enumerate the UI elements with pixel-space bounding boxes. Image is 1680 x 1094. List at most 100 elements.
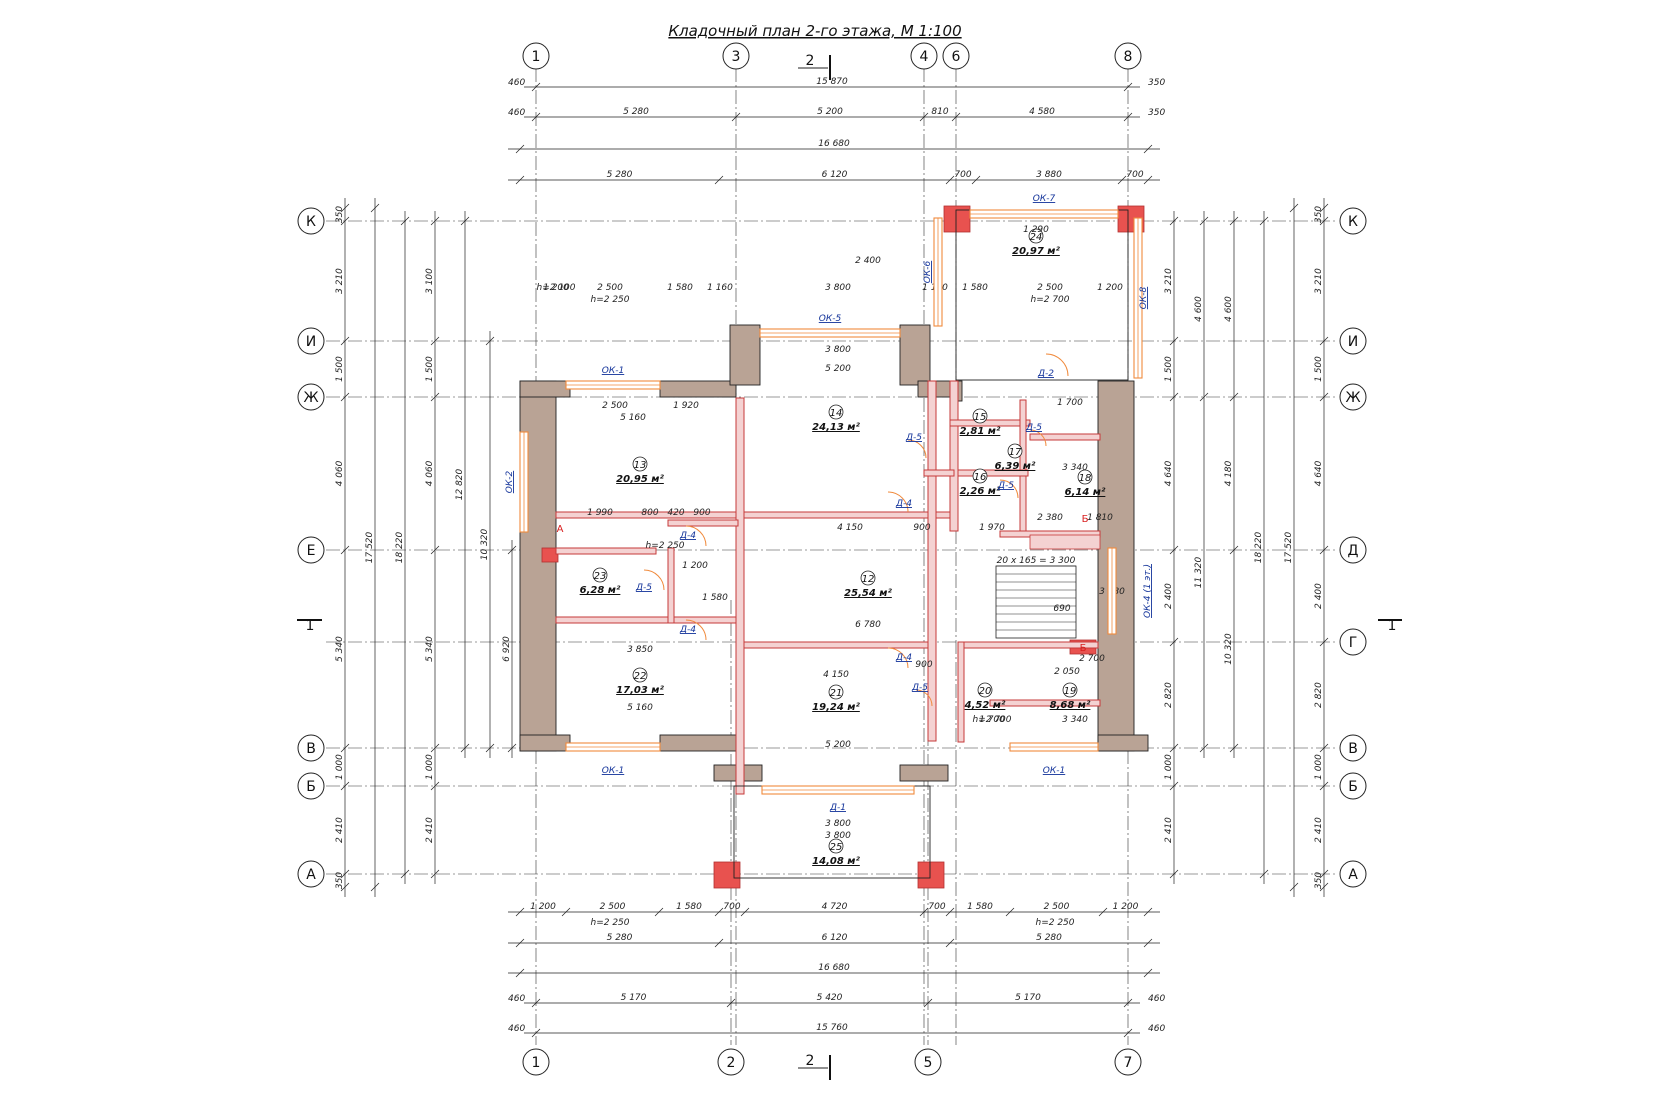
left-dim-12820-label: 12 820 bbox=[455, 468, 465, 500]
right-dim-chain3-tick bbox=[1199, 392, 1209, 402]
interior-partition bbox=[667, 519, 739, 527]
axis-bubble-left: Е bbox=[307, 543, 316, 559]
right-dim-chain-label: 350 bbox=[1314, 206, 1324, 223]
door-swing bbox=[999, 479, 1019, 499]
right-dim-chain-tick bbox=[1319, 781, 1329, 791]
right-dim-chain3-tick bbox=[1199, 216, 1209, 226]
opening-label: ОК-1 bbox=[602, 766, 624, 776]
room-number: 12 bbox=[862, 574, 875, 585]
interior-dimension: 3 850 bbox=[627, 645, 653, 655]
section-mark-red: Б bbox=[1080, 643, 1087, 654]
right-dim-overall2-tick bbox=[1259, 869, 1269, 879]
opening-label: ОК-5 bbox=[819, 314, 842, 324]
room-number-circle bbox=[977, 682, 993, 698]
bottom-dim-overall2-tick bbox=[531, 1028, 541, 1038]
interior-dimension: 1 970 bbox=[979, 523, 1005, 533]
left-dim-chain2-label: 1 500 bbox=[425, 356, 435, 382]
interior-dimension: 900 bbox=[693, 508, 710, 518]
left-dim-chain2-label: 5 340 bbox=[425, 636, 435, 662]
bottom-dim-row2-tick bbox=[1143, 938, 1153, 948]
left-dim-chain2-tick bbox=[430, 545, 440, 555]
right-dim-chain2-label: 4 600 bbox=[1224, 296, 1234, 322]
axis-bubble-right-circle bbox=[1339, 628, 1367, 656]
room-number: 19 bbox=[1064, 686, 1077, 697]
axis-bubble-right-circle bbox=[1339, 734, 1367, 762]
bottom-dim-overall-label: 16 680 bbox=[818, 963, 850, 973]
bottom-dim-row1-tick bbox=[1143, 907, 1153, 917]
axis-bubble-bottom-circle bbox=[1114, 1048, 1142, 1076]
axis-bubble-top-circle bbox=[942, 42, 970, 70]
room-number-circle bbox=[1062, 682, 1078, 698]
interior-dimension: 2 700 bbox=[1079, 654, 1105, 664]
right-dim-overall2-tick bbox=[1259, 216, 1269, 226]
axis-bubble-right: Д bbox=[1348, 543, 1359, 559]
axis-bubble-right: А bbox=[1348, 867, 1358, 883]
top-dim-overall2-tick bbox=[1143, 144, 1153, 154]
bottom-dim-h: h=2 250 bbox=[590, 918, 629, 928]
axis-bubble-top: 3 bbox=[732, 49, 741, 65]
axis-bubble-bottom: 1 bbox=[532, 1055, 541, 1071]
bottom-dim-row1-tick bbox=[740, 907, 750, 917]
opening-label: ОК-1 bbox=[1043, 766, 1065, 776]
interior-dimension: h=2 700 bbox=[1030, 295, 1069, 305]
right-dim-chain-tick bbox=[1319, 869, 1329, 879]
room-number: 22 bbox=[634, 671, 647, 682]
top-dim-overall2-tick bbox=[515, 144, 525, 154]
opening-label: Д-5 bbox=[1025, 423, 1042, 433]
room-area: 20,95 м² bbox=[616, 474, 664, 485]
room-number-circle bbox=[1077, 469, 1093, 485]
left-dim-chain2-tick bbox=[430, 869, 440, 879]
axis-bubble-top-circle bbox=[1114, 42, 1142, 70]
axis-bubble-left-circle bbox=[297, 383, 325, 411]
left-dim-chain-label: 350 bbox=[335, 872, 345, 889]
interior-dimension: 1 160 bbox=[707, 283, 733, 293]
left-dim-chain-tick bbox=[340, 203, 350, 213]
bottom-dim-row1-label: 1 200 bbox=[1113, 902, 1139, 912]
room-number-circle bbox=[828, 838, 844, 854]
opening-label: Д-5 bbox=[905, 433, 922, 443]
room-number-circle bbox=[972, 468, 988, 484]
section-mark-red: А bbox=[557, 524, 564, 535]
interior-dimension: 3 800 bbox=[825, 345, 851, 355]
right-dim-chain3-label: 11 320 bbox=[1194, 556, 1204, 588]
bottom-dim-row1-label: 1 580 bbox=[967, 902, 993, 912]
top-dim-row4-label: 3 880 bbox=[1036, 170, 1062, 180]
top-dim-row2-label: 5 200 bbox=[817, 107, 843, 117]
interior-dimension: 5 200 bbox=[825, 740, 851, 750]
axis-bubble-right-circle bbox=[1339, 860, 1367, 888]
right-dim-overall-tick bbox=[1289, 882, 1299, 892]
interior-partition bbox=[949, 419, 1031, 427]
interior-dimension: 2 400 bbox=[855, 256, 881, 266]
room-number-circle bbox=[1028, 228, 1044, 244]
room-number: 13 bbox=[634, 460, 647, 471]
axis-bubble-left: Б bbox=[306, 779, 316, 795]
right-dim-chain4-label: 4 640 bbox=[1164, 460, 1174, 486]
opening-label: ОК-2 bbox=[505, 471, 515, 494]
room-number-circle bbox=[1007, 443, 1023, 459]
room-number-circle bbox=[828, 404, 844, 420]
right-dim-chain4-tick bbox=[1169, 869, 1179, 879]
top-dim-row4-tick bbox=[515, 175, 525, 185]
axis-bubble-left: К bbox=[306, 214, 316, 230]
interior-partition bbox=[743, 511, 955, 519]
top-dim-row4-tick bbox=[1143, 175, 1153, 185]
left-dim-chain-tick bbox=[340, 869, 350, 879]
left-dim-chain2-label: 4 060 bbox=[425, 460, 435, 486]
axis-bubble-left: И bbox=[306, 334, 316, 350]
exterior-wall bbox=[519, 380, 571, 398]
room-area: 4,52 м² bbox=[964, 700, 1006, 711]
axis-bubble-right: В bbox=[1348, 741, 1358, 757]
bottom-dim-row4-tick bbox=[531, 998, 541, 1008]
right-dim-chain4-label: 1 500 bbox=[1164, 356, 1174, 382]
bottom-dim-row1-label: 2 500 bbox=[1044, 902, 1070, 912]
right-dim-chain4-label: 2 410 bbox=[1164, 817, 1174, 843]
right-dim-chain3-tick bbox=[1199, 743, 1209, 753]
interior-dimension: 4 150 bbox=[837, 523, 863, 533]
bottom-dim-edge: 460 bbox=[508, 994, 525, 1004]
right-dim-chain-tick bbox=[1319, 882, 1329, 892]
right-dim-overall2-label: 18 220 bbox=[1254, 531, 1264, 563]
interior-dimension: 1 700 bbox=[1057, 398, 1083, 408]
left-dim-overall2-label: 18 220 bbox=[395, 531, 405, 563]
right-dim-chain-label: 350 bbox=[1314, 872, 1324, 889]
